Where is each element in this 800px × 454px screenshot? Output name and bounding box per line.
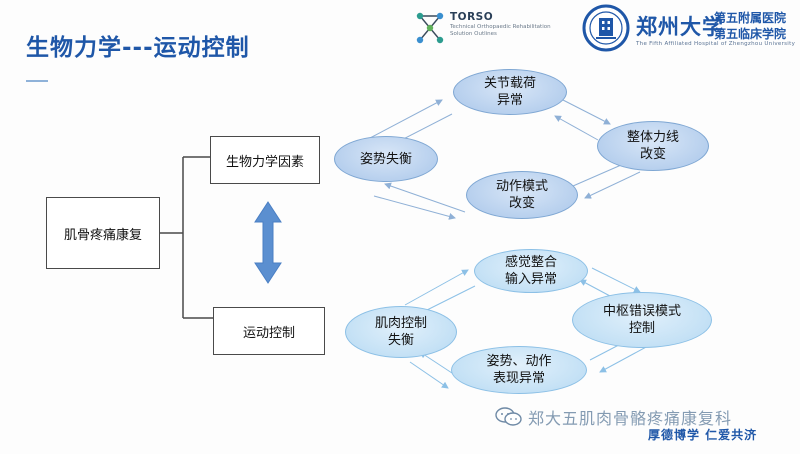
hospital-logo: 郑州大学 第五附属医院 第五临床学院 The Fifth Affiliated …	[582, 4, 796, 54]
hospital-name-line1: 第五附属医院	[714, 11, 787, 25]
university-name: 郑州大学	[636, 14, 724, 39]
torso-name: TORSO	[450, 11, 494, 23]
title-underline	[26, 80, 48, 82]
university-seal-icon	[582, 4, 630, 52]
hospital-name-line2: 第五临床学院	[714, 27, 787, 41]
torso-logo-icon	[416, 12, 444, 44]
tree-bracket	[160, 156, 213, 319]
ellipse-sensory-integration: 感觉整合 输入异常	[474, 249, 588, 293]
ellipse-muscle-control: 肌肉控制 失衡	[345, 306, 457, 358]
torso-logo: TORSO Technical Orthopaedic Rehabilitati…	[414, 11, 564, 47]
watermark-text: 郑大五肌肉骨骼疼痛康复科	[528, 409, 733, 428]
torso-subtitle: Technical Orthopaedic Rehabilitation Sol…	[450, 24, 551, 37]
double-arrow-icon	[254, 201, 282, 284]
hospital-english-name: The Fifth Affiliated Hospital of Zhengzh…	[636, 41, 796, 47]
ellipse-movement-pattern: 动作模式 改变	[466, 171, 578, 219]
wechat-icon	[495, 407, 522, 426]
biomech-factor-box: 生物力学因素	[210, 136, 320, 184]
ellipse-posture-movement: 姿势、动作 表现异常	[451, 346, 587, 394]
root-node-box: 肌骨疼痛康复	[46, 197, 160, 269]
ellipse-central-error: 中枢错误模式 控制	[572, 292, 712, 348]
hospital-motto: 厚德博学 仁爱共济	[648, 428, 758, 442]
ellipse-force-line: 整体力线 改变	[597, 121, 709, 171]
ellipse-joint-load: 关节载荷 异常	[453, 69, 567, 115]
wechat-watermark: 郑大五肌肉骨骼疼痛康复科	[494, 405, 732, 429]
motor-control-box: 运动控制	[213, 307, 325, 355]
ellipse-posture-imbalance: 姿势失衡	[334, 136, 438, 182]
slide-title: 生物力学---运动控制	[26, 35, 250, 61]
